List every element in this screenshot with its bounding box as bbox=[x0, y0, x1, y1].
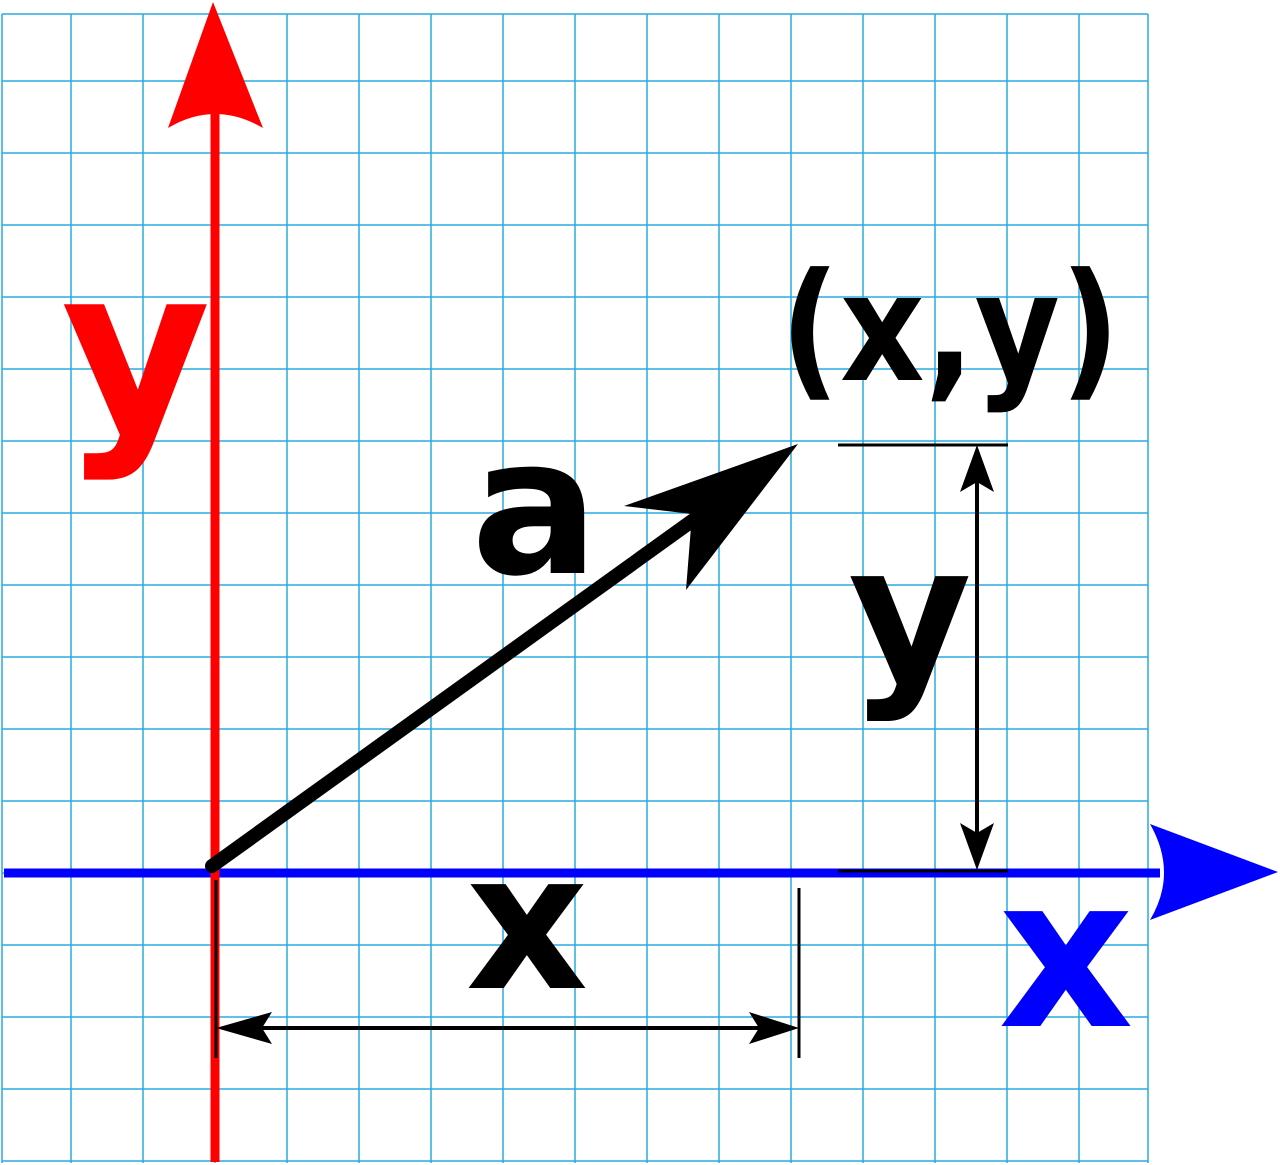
vector-a-arrowhead bbox=[624, 444, 798, 590]
y-component-dimension bbox=[838, 443, 1008, 873]
vector-a-shaft bbox=[205, 501, 717, 873]
point-coordinates-label: (x,y) bbox=[780, 242, 1120, 416]
x-component-label: x bbox=[466, 812, 589, 1033]
x-dimension-arrow-right bbox=[749, 1012, 799, 1044]
y-component-label: y bbox=[848, 504, 972, 725]
vector-a bbox=[205, 444, 798, 873]
x-axis-label: x bbox=[998, 831, 1133, 1076]
y-axis-arrowhead bbox=[168, 2, 263, 128]
y-axis-label: y bbox=[61, 218, 211, 485]
x-dimension-arrow-left bbox=[216, 1012, 272, 1044]
y-dimension-arrow-top bbox=[960, 445, 994, 492]
vector-a-label: a bbox=[471, 397, 599, 618]
y-dimension-arrow-bottom bbox=[960, 823, 994, 870]
x-component-dimension bbox=[214, 880, 801, 1058]
x-axis-arrowhead bbox=[1150, 824, 1278, 920]
x-axis bbox=[4, 824, 1278, 920]
